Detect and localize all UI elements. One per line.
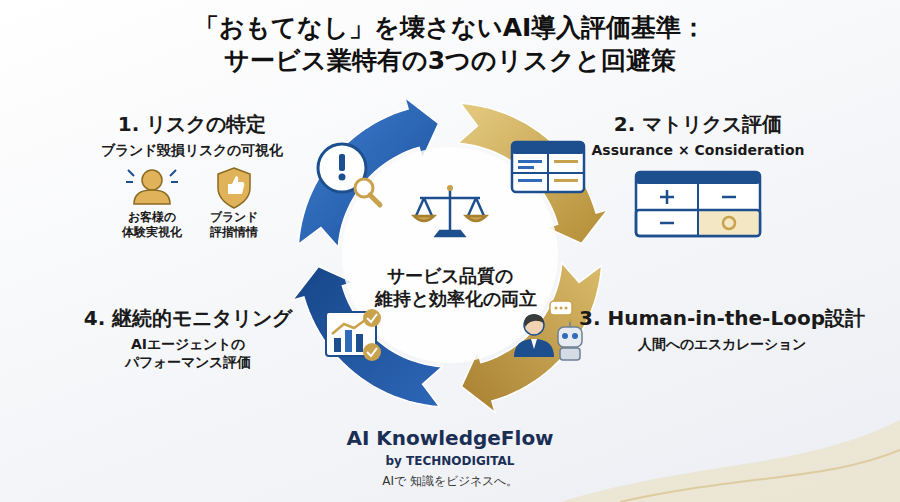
step-heading: 1. リスクの特定 [118, 112, 266, 137]
scales-icon [414, 185, 486, 236]
center-circle: サービス品質の 維持と効率化の両立 [350, 155, 550, 355]
step-heading: 4. 継続的モニタリング [84, 306, 292, 331]
alert-icon [318, 144, 380, 205]
step-subtitle: AIエージェントの パフォーマンス評価 [103, 336, 273, 371]
title: 「おもてなし」を壊さないAI導入評価基準： サービス業特有の3つのリスクと回避策 [140, 12, 760, 77]
human-robot-icon [514, 301, 582, 360]
step-subtitle: ブランド毀損リスクの可視化 [101, 142, 283, 160]
step-heading: 3. Human-in-the-Loop設計 [579, 306, 865, 331]
step-subtitle: Assurance × Consideration [592, 142, 805, 160]
background-wave [620, 450, 900, 502]
shield-icon [218, 168, 250, 208]
brand-tagline: AIで 知識をビジネスへ。 [382, 474, 518, 489]
step-heading: 2. マトリクス評価 [614, 112, 782, 137]
step-subtitle: 人間へのエスカレーション [638, 336, 806, 354]
cycle-ring [292, 97, 607, 412]
customer-icon [126, 170, 178, 204]
brand-name: AI KnowledgeFlow [346, 426, 553, 451]
brand-company: by TECHNODIGITAL [386, 454, 515, 469]
icon-caption: ブランド 評揩情情 [194, 210, 274, 240]
table-icon [512, 142, 584, 192]
icon-caption: お客様の 体験実視化 [112, 210, 192, 240]
matrix-icon [636, 172, 760, 236]
center-text: サービス品質の 維持と効率化の両立 [375, 264, 525, 311]
chart-icon [326, 309, 381, 361]
background-wave [560, 420, 900, 502]
